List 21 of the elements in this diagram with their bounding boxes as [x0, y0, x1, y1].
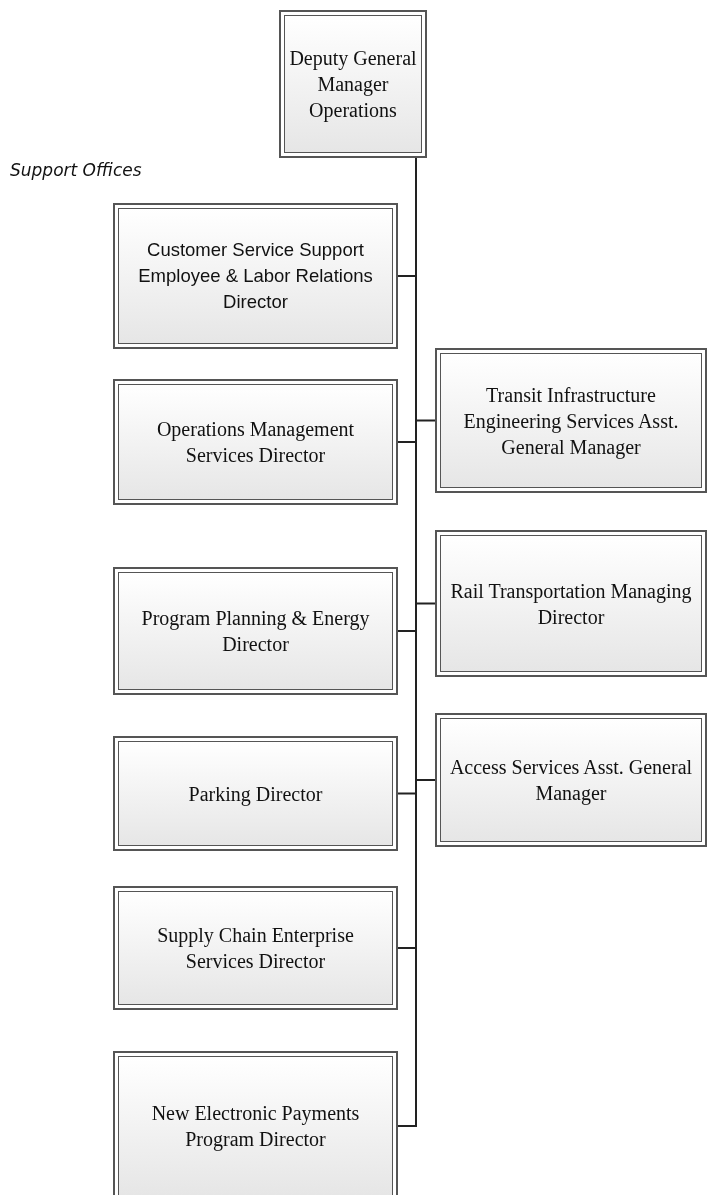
box-title: Rail Transportation Managing Director: [449, 578, 693, 630]
box-title: Customer Service Support Employee & Labor Relations Director: [137, 238, 374, 314]
org-box: [279, 10, 427, 158]
box-title: Program Planning & Energy Director: [140, 606, 371, 657]
org-box: [113, 203, 398, 349]
org-box: [113, 886, 398, 1010]
box-title: Supply Chain Enterprise Services Director: [156, 923, 355, 974]
box-title: Deputy General Manager Operations: [288, 46, 418, 123]
box-title: Operations Management Services Director: [155, 417, 356, 468]
section-label: Support Offices: [10, 160, 142, 180]
box-title: Access Services Asst. General Manager: [448, 755, 694, 806]
org-box: [113, 379, 398, 505]
org-box: [435, 348, 707, 493]
org-box: [435, 530, 707, 677]
org-box: [113, 736, 398, 851]
org-box: [113, 1051, 398, 1195]
box-title: Transit Infrastructure Engineering Services Asst. General Manager: [462, 382, 680, 460]
box-title: Parking Director: [188, 781, 323, 807]
org-box: [435, 713, 707, 847]
box-title: New Electronic Payments Program Director: [150, 1101, 361, 1152]
org-box: [113, 567, 398, 695]
